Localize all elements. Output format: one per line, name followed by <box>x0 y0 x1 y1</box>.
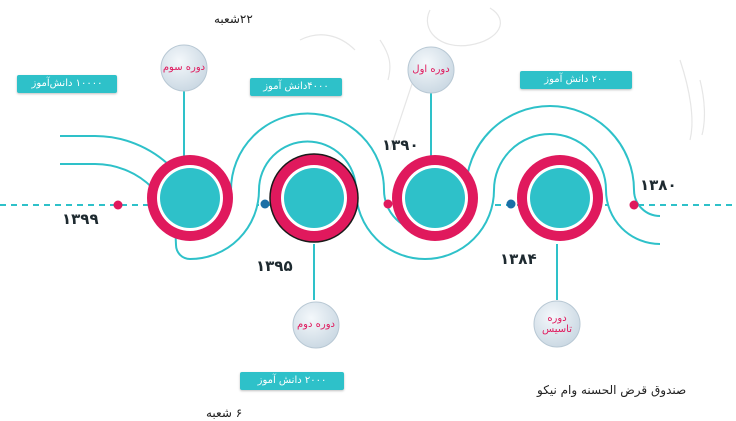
milestone-1390 <box>392 155 478 241</box>
bubble-third <box>160 44 208 92</box>
axis-dot-1399 <box>113 200 123 210</box>
year-1395: ۱۳۹۵ <box>256 257 293 275</box>
year-1380: ۱۳۸۰ <box>640 176 677 194</box>
milestone-1384 <box>517 155 603 241</box>
period-second-label: دوره دوم <box>296 319 335 330</box>
students-10000-pill: ۱۰۰۰۰ دانش‌آموز <box>17 75 117 93</box>
year-1384: ۱۳۸۴ <box>500 250 537 268</box>
axis-dot-1390 <box>383 199 393 209</box>
bubble-second <box>292 301 340 349</box>
milestone-1395 <box>269 153 359 243</box>
students-200-pill: ۲۰۰ دانش آموز <box>520 71 632 89</box>
period-first-label: دوره اول <box>412 64 450 75</box>
students-4000-pill: ۴۰۰۰دانش آموز <box>250 78 342 96</box>
year-1390: ۱۳۹۰ <box>382 136 419 154</box>
students-2000-pill: ۲۰۰۰ دانش آموز <box>240 372 344 390</box>
year-1399: ۱۳۹۹ <box>62 210 99 228</box>
bottom-branches-label: ۶ شعبه <box>206 406 243 420</box>
wavy-road-body <box>60 107 661 258</box>
bubble-first <box>407 46 455 94</box>
bubble-founding <box>533 300 581 348</box>
period-third-label: دوره سوم <box>162 62 206 73</box>
milestone-1399 <box>147 155 233 241</box>
period-founding-label: دوره تاسیس <box>542 313 572 335</box>
axis-dot-1384 <box>506 199 516 209</box>
axis-dot-1380 <box>629 200 639 210</box>
axis-dot-1395-left <box>260 199 270 209</box>
top-branches-label: ۲۲شعبه <box>214 12 253 26</box>
fund-caption: صندوق قرض الحسنه وام نیکو <box>537 383 687 397</box>
